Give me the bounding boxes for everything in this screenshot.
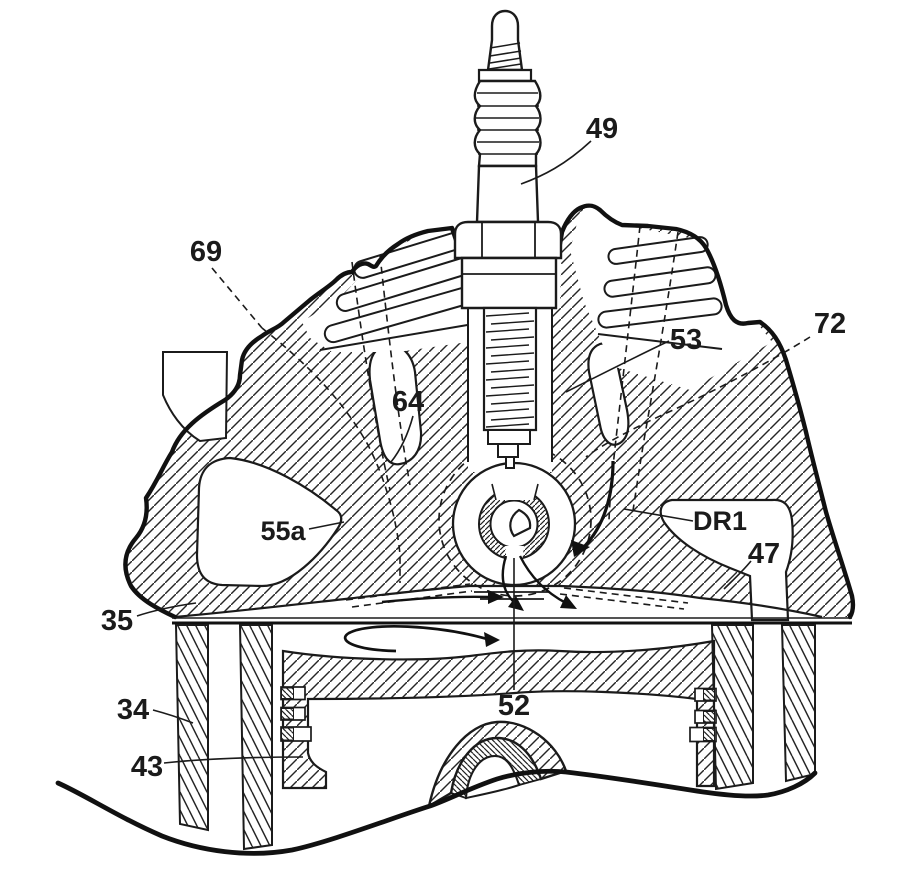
hidden-plug-well-right2 <box>631 231 679 518</box>
label-49: 49 <box>586 113 618 145</box>
plug-rib-lines <box>476 92 539 155</box>
ring-gap-edges <box>491 483 539 501</box>
dr1-arrowhead <box>571 540 590 557</box>
label-52: 52 <box>498 690 530 722</box>
squish-dash-right-1 <box>563 587 689 604</box>
plug-hex-facets <box>481 222 536 258</box>
label-72: 72 <box>814 308 846 340</box>
leader-72 <box>585 336 811 458</box>
leader-dr1 <box>623 508 694 522</box>
squish-dash-left-1 <box>345 583 471 601</box>
leader-49 <box>520 140 592 185</box>
plug-shell <box>460 256 558 310</box>
label-69: 69 <box>190 236 222 268</box>
label-64: 64 <box>392 386 424 418</box>
plug-hex <box>453 220 563 260</box>
flow-arrows <box>343 460 615 653</box>
reference-numerals: 49 69 53 72 64 55a DR1 47 35 52 34 43 <box>101 113 846 783</box>
jet-arrowhead-right <box>560 595 577 609</box>
jet-arrowhead-mid <box>508 596 524 611</box>
ring-top-gap <box>492 482 538 500</box>
piston-rings-right <box>689 687 717 743</box>
plug-bore-walls <box>467 306 553 462</box>
swirl-arrowhead <box>484 632 500 647</box>
plug-washer <box>477 68 533 83</box>
chamber-ring-hatch <box>479 489 550 559</box>
cavity-64 <box>368 342 423 466</box>
chamber-roof-line <box>174 584 823 619</box>
squish-arrow-left <box>381 595 493 604</box>
break-line <box>55 768 818 856</box>
liner-left <box>238 624 273 851</box>
label-47: 47 <box>748 538 780 570</box>
hidden-port-line <box>261 327 401 583</box>
wall-outer-left <box>174 624 209 832</box>
leader-34 <box>152 709 194 724</box>
cavity-dr1 <box>659 498 794 622</box>
dr1-direction-arrow <box>580 460 615 551</box>
plug-tip-steps <box>487 429 531 469</box>
leader-55a <box>308 521 345 530</box>
left-cavity <box>162 351 229 443</box>
leader-64 <box>390 415 414 463</box>
piston-pin-dome <box>427 720 568 809</box>
label-55a: 55a <box>260 516 306 546</box>
leader-lines <box>136 140 811 764</box>
label-35: 35 <box>101 605 133 637</box>
cooling-fins-right <box>597 236 723 350</box>
plug-terminal-threads <box>488 42 522 70</box>
label-dr1: DR1 <box>693 506 747 536</box>
hidden-plug-well-left2 <box>379 254 411 486</box>
cavity-55a <box>195 456 343 588</box>
fin-base-line <box>597 333 723 350</box>
ring-bottom-gap <box>505 546 524 562</box>
plug-shank-threads <box>485 312 535 428</box>
plug-lower-insulator <box>475 164 540 224</box>
wall-outer-right <box>780 624 816 783</box>
hidden-plug-well-left <box>351 261 391 491</box>
electrode-tip <box>509 508 532 538</box>
piston <box>280 639 717 809</box>
piston-rings-left <box>280 686 312 742</box>
leader-53 <box>565 340 670 393</box>
leader-43 <box>163 756 304 764</box>
head-outer-boundary <box>123 203 856 620</box>
label-43: 43 <box>131 751 163 783</box>
swirl-arrow <box>343 624 488 653</box>
leader-47 <box>723 560 752 590</box>
jet-arrow-right <box>518 555 567 605</box>
squish-arrowhead-left <box>488 590 504 604</box>
cooling-fin <box>607 236 709 265</box>
label-34: 34 <box>117 694 149 726</box>
liner-right <box>710 624 754 791</box>
squish-dash-right-2 <box>559 593 685 610</box>
spark-plug <box>453 9 563 469</box>
leader-69 <box>211 267 263 329</box>
cooling-fin <box>597 297 723 329</box>
cylinder-block <box>172 617 852 851</box>
label-53: 53 <box>670 324 702 356</box>
leader-35 <box>136 602 197 617</box>
plug-shank <box>482 306 538 432</box>
